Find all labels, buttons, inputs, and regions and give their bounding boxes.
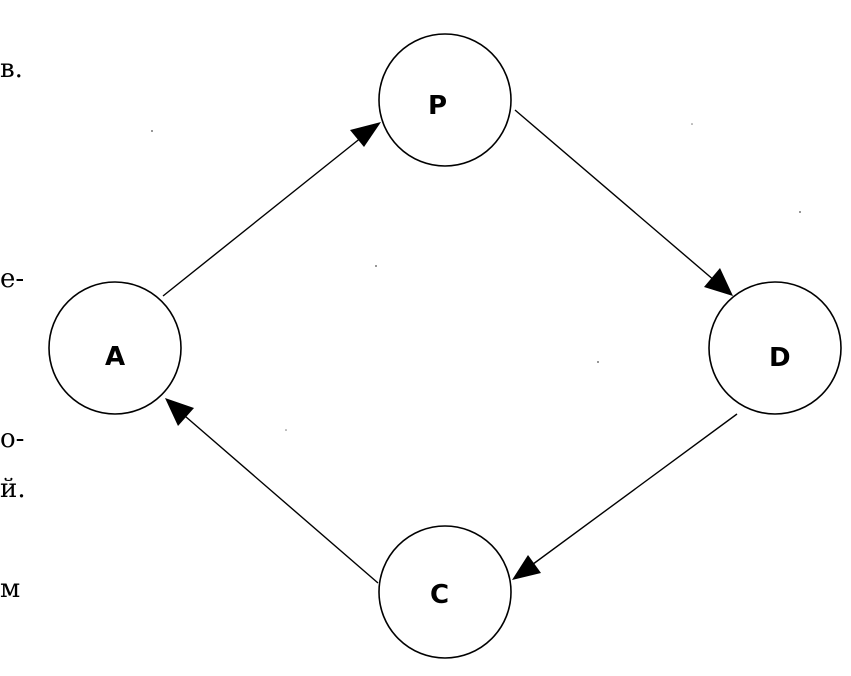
node-p: P <box>378 33 512 167</box>
node-p-circle <box>378 33 512 167</box>
scan-speck <box>799 211 801 213</box>
scan-speck <box>285 429 287 431</box>
scan-speck <box>151 130 153 132</box>
arrowhead-c-to-a <box>165 398 194 426</box>
node-a-label: A <box>105 342 125 372</box>
edges <box>162 109 738 584</box>
scan-speck <box>597 361 599 363</box>
margin-fragment-2: е- <box>0 264 24 294</box>
margin-fragment-3: о- <box>0 424 24 454</box>
scan-speck <box>691 123 693 125</box>
scan-noise <box>151 123 801 431</box>
node-d: D <box>708 281 842 415</box>
margin-fragment-1: в. <box>0 54 23 84</box>
node-d-circle <box>708 281 842 415</box>
node-c-label: C <box>430 580 449 610</box>
arrowhead-d-to-c <box>512 555 541 580</box>
node-p-label: P <box>428 91 447 121</box>
node-d-label: D <box>769 343 791 373</box>
node-c-circle <box>378 525 512 659</box>
margin-fragment-4: й. <box>0 474 26 504</box>
node-c: C <box>378 525 512 659</box>
arrowhead-p-to-d <box>704 268 733 296</box>
arrowhead-a-to-p <box>350 122 381 147</box>
edge-d-to-c <box>524 413 738 571</box>
scan-speck <box>375 265 377 267</box>
edge-a-to-p <box>162 132 368 297</box>
margin-text-fragments: в. е- о- й. м <box>0 54 26 604</box>
edge-p-to-d <box>514 109 723 288</box>
node-a-circle <box>48 281 182 415</box>
edge-c-to-a <box>177 409 379 584</box>
node-a: A <box>48 281 182 415</box>
margin-fragment-5: м <box>0 574 20 604</box>
